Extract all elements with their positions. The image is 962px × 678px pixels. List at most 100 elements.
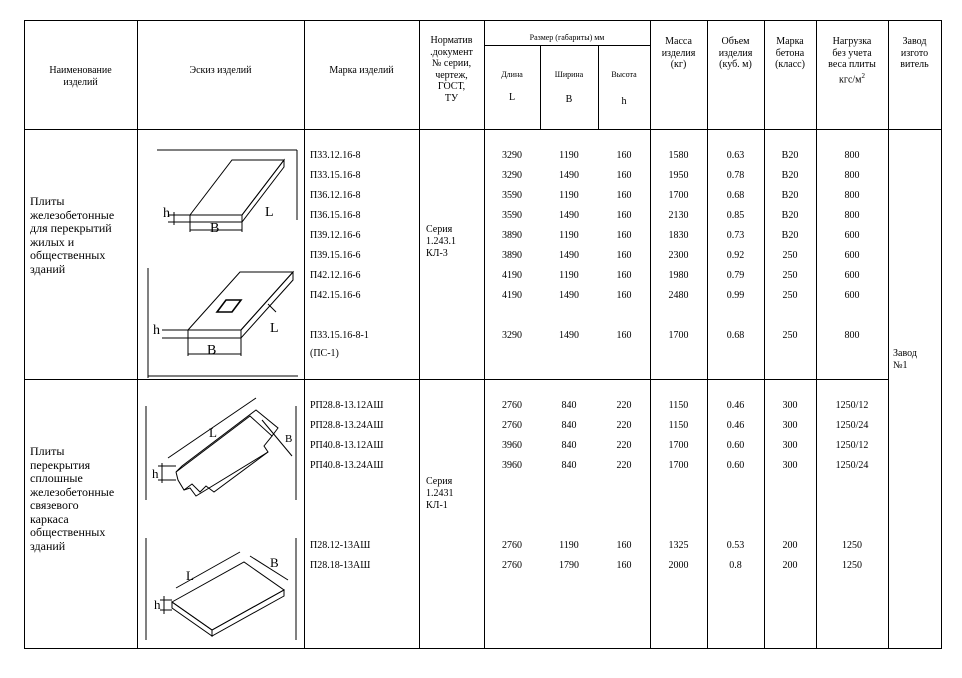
col-line <box>888 20 889 649</box>
cell-concrete: В20 <box>781 150 799 161</box>
cell-width: 840 <box>561 420 577 431</box>
cell-height: 160 <box>616 190 632 201</box>
cell-volume: 0.79 <box>726 270 745 281</box>
cell-load: 800 <box>844 170 860 181</box>
slab-ribbed-bottom <box>183 451 269 493</box>
cell-mass: 1325 <box>668 540 689 551</box>
cell-load: 600 <box>844 290 860 301</box>
cell-concrete: 300 <box>782 420 798 431</box>
cell-concrete: В20 <box>781 170 799 181</box>
cell-height: 220 <box>616 440 632 451</box>
cell-mark: П28.18-13АШ <box>310 560 371 571</box>
dim-label-l: L <box>186 568 194 583</box>
cell-mass: 1950 <box>668 170 689 181</box>
cell-width: 1190 <box>559 270 579 281</box>
cell-mark-extra: (ПС-1) <box>310 348 339 359</box>
cell-length: 2760 <box>502 560 522 571</box>
cell-volume: 0.60 <box>726 460 745 471</box>
col-line <box>419 20 420 649</box>
cell-width: 1490 <box>559 210 579 221</box>
cell-mass: 1700 <box>668 440 689 451</box>
col-line <box>707 20 708 649</box>
cell-volume: 0.8 <box>729 560 742 571</box>
size-group-divider <box>484 45 650 46</box>
cell-width: 840 <box>561 440 577 451</box>
dim-label-l: L <box>265 205 274 220</box>
cell-load: 1250 <box>842 560 862 571</box>
cell-height: 160 <box>616 290 632 301</box>
slab-side-face <box>241 158 285 224</box>
slab-side-face <box>211 589 285 637</box>
cell-height: 220 <box>616 460 632 471</box>
col-line <box>540 45 541 129</box>
cell-load: 600 <box>844 250 860 261</box>
dim-line <box>249 555 289 581</box>
cell-width: 1790 <box>559 560 579 571</box>
cell-mass: 2480 <box>668 290 689 301</box>
slab-front-face <box>171 601 213 637</box>
dim-label-b: B <box>207 343 216 358</box>
dim-label-h: h <box>152 466 159 481</box>
cell-length: 4190 <box>502 270 522 281</box>
header-mark: Марка изделий <box>329 65 394 76</box>
dim-label-b: B <box>285 433 292 445</box>
cell-concrete: 200 <box>782 540 798 551</box>
cell-height: 160 <box>616 270 632 281</box>
cell-length: 3960 <box>502 460 522 471</box>
cell-mass: 1980 <box>668 270 689 281</box>
cell-volume: 0.60 <box>726 440 745 451</box>
cell-width: 1190 <box>559 190 579 201</box>
col-line <box>598 45 599 129</box>
cell-mark: П39.15.16-6 <box>310 250 361 261</box>
cell-concrete: 250 <box>782 250 798 261</box>
cell-mass: 2000 <box>668 560 689 571</box>
cell-height: 160 <box>616 230 632 241</box>
dim-label-l: L <box>270 321 279 336</box>
cell-load: 1250/24 <box>835 460 869 471</box>
cell-mark: РП28.8-13.12АШ <box>310 400 384 411</box>
cell-height: 160 <box>616 150 632 161</box>
cell-mark: П33.12.16-8 <box>310 150 361 161</box>
cell-load: 800 <box>844 150 860 161</box>
cell-load: 800 <box>844 210 860 221</box>
cell-width: 1190 <box>559 540 579 551</box>
cell-volume: 0.68 <box>726 330 745 341</box>
cell-load: 1250/12 <box>835 440 869 451</box>
cell-width: 1490 <box>559 170 579 181</box>
col-line <box>764 20 765 649</box>
dim-label-h: h <box>153 323 160 338</box>
header-divider <box>24 129 942 130</box>
cell-concrete: 300 <box>782 460 798 471</box>
cell-height: 220 <box>616 420 632 431</box>
cell-concrete: 250 <box>782 270 798 281</box>
cell-length: 3590 <box>502 210 522 221</box>
header-height-sym: h <box>621 96 627 107</box>
cell-volume: 0.46 <box>726 400 745 411</box>
cell-mark: П42.15.16-6 <box>310 290 361 301</box>
header-height: Высота <box>611 70 637 79</box>
col-line <box>137 20 138 649</box>
dim-line <box>167 397 257 459</box>
cell-mark: П36.12.16-8 <box>310 190 361 201</box>
cell-height: 160 <box>616 210 632 221</box>
cell-concrete: 200 <box>782 560 798 571</box>
cell-mass: 1580 <box>668 150 689 161</box>
cell-volume: 0.78 <box>726 170 745 181</box>
cell-mass: 1700 <box>668 190 689 201</box>
dim-line <box>175 551 241 589</box>
cell-height: 220 <box>616 400 632 411</box>
cell-load: 600 <box>844 270 860 281</box>
col-line <box>650 20 651 649</box>
cell-load: 1250/24 <box>835 420 869 431</box>
cell-width: 840 <box>561 400 577 411</box>
